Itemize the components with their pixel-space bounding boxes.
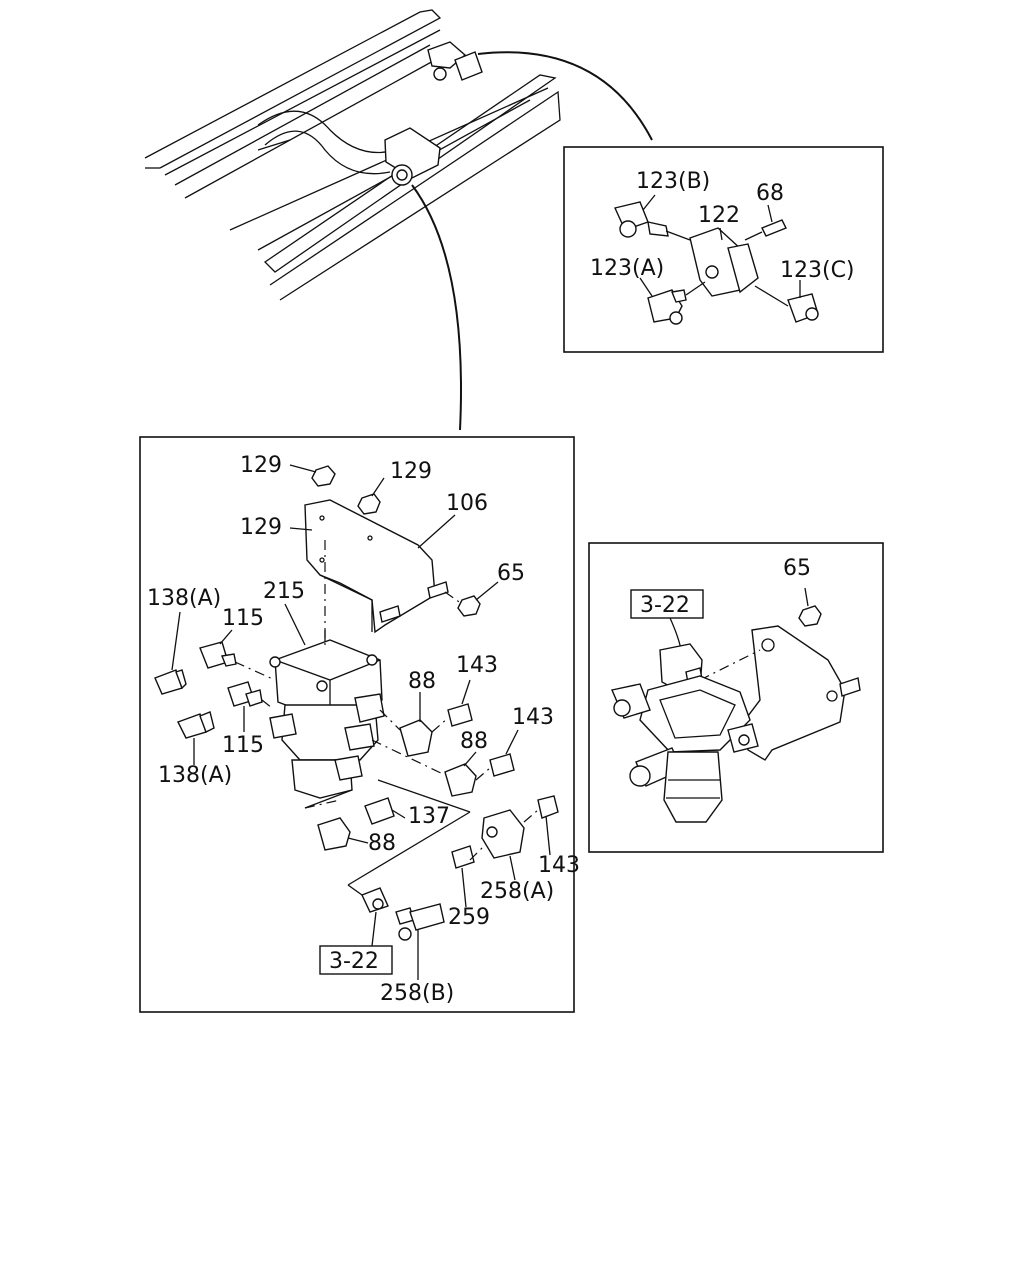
label-88-c: 88	[368, 831, 396, 856]
label-143-c: 143	[538, 853, 580, 878]
label-88-a: 88	[408, 669, 436, 694]
label-143-a: 143	[456, 653, 498, 678]
label-115-bottom: 115	[222, 733, 264, 758]
label-129-a: 129	[240, 453, 282, 478]
ref-box-main	[319, 945, 393, 975]
label-143-b: 143	[512, 705, 554, 730]
label-259: 259	[448, 905, 490, 930]
label-123c: 123(C)	[780, 258, 855, 283]
ref-label-right: 3-22	[640, 593, 690, 618]
leader-curve-top	[477, 51, 653, 141]
label-65-right: 65	[783, 556, 811, 581]
ref-box-right	[630, 589, 704, 619]
label-115-top: 115	[222, 606, 264, 631]
chassis-frame	[144, 9, 561, 301]
label-122: 122	[698, 203, 740, 228]
label-258b: 258(B)	[380, 981, 454, 1006]
leader-curve-main	[411, 184, 462, 431]
ref-label-main: 3-22	[329, 949, 379, 974]
label-129-b: 129	[390, 459, 432, 484]
inset-main: 3-22 129 129 129 106 65 215 138(A) 115 1…	[139, 436, 580, 1013]
label-138a-bottom: 138(A)	[158, 763, 232, 788]
label-106: 106	[446, 491, 488, 516]
label-129-c: 129	[240, 515, 282, 540]
label-138a-top: 138(A)	[147, 586, 221, 611]
label-258a: 258(A)	[480, 879, 554, 904]
label-123a: 123(A)	[590, 256, 664, 281]
label-88-b: 88	[460, 729, 488, 754]
inset-right: 3-22 65	[588, 542, 884, 853]
label-65: 65	[497, 561, 525, 586]
label-215: 215	[263, 579, 305, 604]
label-137: 137	[408, 804, 450, 829]
label-68: 68	[756, 181, 784, 206]
inset-top: 123(B) 68 122 123(A) 123(C)	[563, 146, 884, 353]
label-123b: 123(B)	[636, 169, 710, 194]
